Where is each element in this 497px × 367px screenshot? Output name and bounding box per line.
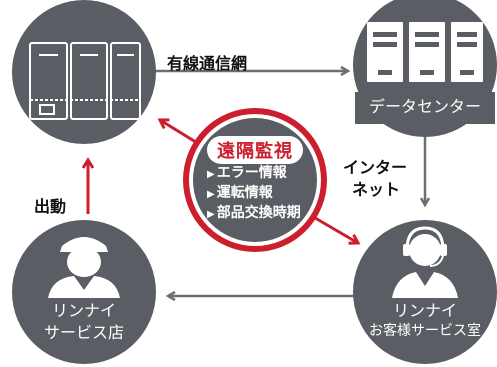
customer-service-label-line2: お客様サービス室	[369, 323, 481, 339]
service-store-node	[12, 220, 156, 364]
equipment-node	[12, 0, 156, 144]
store-label-line1: リンナイ	[51, 301, 116, 320]
wired-network-label: 有線通信網	[167, 54, 248, 73]
remote-monitoring-panel: 遠隔監視 エラー情報 運転情報 部品交換時期	[185, 136, 325, 224]
headset-operator-icon	[392, 226, 458, 298]
customer-service-label-line1: リンナイ	[392, 301, 457, 320]
equipment-cabinet-icon	[29, 42, 141, 120]
remote-monitoring-title: 遠隔監視	[207, 136, 303, 164]
service-worker-icon	[48, 237, 120, 298]
internet-label-line1: インター	[343, 158, 408, 177]
server-rack-icon	[367, 22, 483, 82]
item-operation-info: 運転情報	[207, 184, 325, 204]
item-error-info: エラー情報	[207, 164, 325, 184]
store-label-line2: サービス店	[43, 323, 124, 342]
datacenter-node	[353, 0, 497, 137]
customer-service-node	[353, 220, 497, 364]
datacenter-label: データセンター	[368, 97, 481, 116]
item-parts-replacement: 部品交換時期	[207, 204, 325, 224]
internet-label-line2: ネット	[352, 180, 401, 199]
dispatch-label: 出動	[34, 197, 67, 216]
